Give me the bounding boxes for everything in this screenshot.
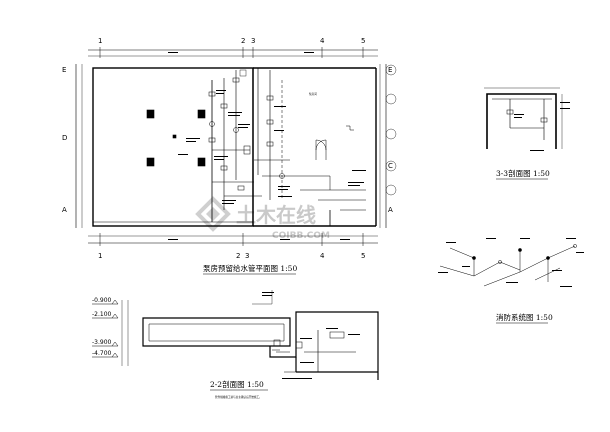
fire-system-title: 消防系统图 1:50 bbox=[496, 312, 553, 322]
elevation-label: -4.700 bbox=[92, 350, 112, 357]
axis-label: D bbox=[62, 134, 67, 142]
axis-label: C bbox=[388, 162, 393, 170]
plan-axis-right: E C A bbox=[388, 66, 393, 214]
watermark-logo-icon bbox=[195, 196, 231, 232]
elevation-label: -0.900 bbox=[92, 297, 112, 304]
elevation-label: -3.900 bbox=[92, 339, 112, 346]
axis-label: 2 bbox=[241, 37, 245, 45]
axis-label: 5 bbox=[361, 252, 365, 260]
axis-label: 1 bbox=[98, 252, 102, 260]
watermark-main: 土木在线 bbox=[236, 203, 316, 227]
plan-axis-top: 1 2 3 4 5 bbox=[98, 37, 365, 45]
elevation-label: -2.100 bbox=[92, 311, 112, 318]
watermark: 土木在线 COIBB.COM bbox=[195, 196, 330, 241]
axis-label: 5 bbox=[361, 37, 365, 45]
plan-title: 泵房预留给水管平面图 1:50 bbox=[203, 263, 297, 273]
axis-label: 1 bbox=[98, 37, 102, 45]
room-label: 泵房间 bbox=[309, 92, 317, 96]
floor-plan bbox=[75, 47, 387, 246]
axis-label: 3 bbox=[245, 252, 249, 260]
axis-label: 4 bbox=[320, 252, 325, 260]
axis-label: E bbox=[388, 66, 392, 74]
section-2-2 bbox=[92, 290, 379, 380]
section-2-2-title: 2-2剖面图 1:50 bbox=[210, 379, 264, 389]
axis-label: 2 bbox=[236, 252, 240, 260]
axis-label: E bbox=[62, 66, 66, 74]
fire-system-diagram bbox=[438, 238, 584, 287]
axis-label: A bbox=[62, 206, 67, 214]
axis-label: 3 bbox=[251, 37, 255, 45]
plan-axis-bottom: 1 2 3 4 5 bbox=[98, 252, 365, 260]
plan-axis-left: E D A bbox=[62, 66, 67, 214]
axis-label: 4 bbox=[320, 37, 325, 45]
section-3-3-title: 3-3剖面图 1:50 bbox=[496, 168, 550, 178]
axis-label: A bbox=[388, 206, 393, 214]
section-3-3 bbox=[484, 87, 570, 151]
section-2-2-note: 管件规格施工前与业主确认后开始施工。 bbox=[215, 395, 262, 399]
section-2-2-elevations: -0.900 -2.100 -3.900 -4.700 bbox=[92, 297, 112, 357]
